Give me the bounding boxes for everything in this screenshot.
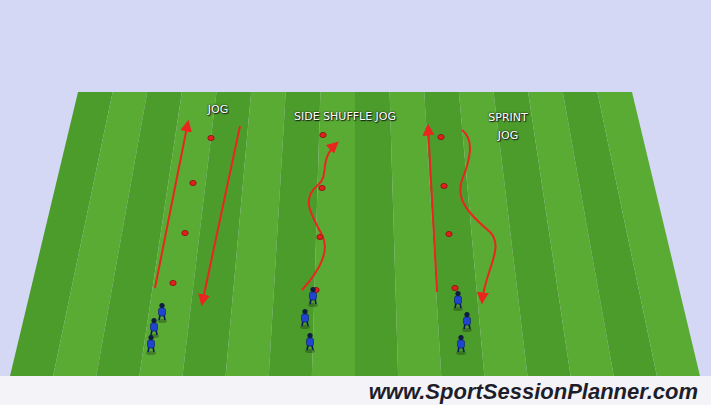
pitch-stripe <box>597 92 700 376</box>
player <box>462 312 472 332</box>
sprint-arrow <box>428 126 437 292</box>
player-head <box>148 335 153 340</box>
cone <box>208 135 214 140</box>
footer-band <box>0 376 711 405</box>
player <box>300 309 310 329</box>
sky-background <box>0 0 711 376</box>
cones <box>170 132 458 292</box>
player-body <box>464 317 471 325</box>
player-body <box>159 308 166 316</box>
player-head <box>159 303 164 308</box>
player-body <box>151 323 158 331</box>
watermark: www.SportSessionPlanner.com <box>369 379 698 405</box>
cone <box>319 185 325 190</box>
cone <box>441 183 447 188</box>
player-head <box>458 335 463 340</box>
drill-label: SPRINT JOG <box>477 109 539 145</box>
jog-arrow <box>155 122 188 288</box>
drill-label: SIDE SHUFFLE JOG <box>293 108 397 126</box>
player-head <box>464 312 469 317</box>
player-head <box>455 291 460 296</box>
player <box>146 335 156 355</box>
cone <box>317 234 323 239</box>
pitch-stripes <box>10 92 700 376</box>
player-body <box>148 340 155 348</box>
player <box>453 291 463 311</box>
player-body <box>455 296 462 304</box>
pitch-stripe <box>312 92 355 376</box>
player-body <box>458 340 465 348</box>
pitch-stripe <box>269 92 321 376</box>
jog-arrow <box>202 126 240 304</box>
cone <box>320 132 326 137</box>
player <box>456 335 466 355</box>
cone <box>190 180 196 185</box>
cone <box>438 134 444 139</box>
cone <box>170 280 176 285</box>
cone <box>452 285 458 290</box>
player-head <box>302 309 307 314</box>
player <box>305 333 315 353</box>
players <box>146 287 472 355</box>
player-body <box>310 292 317 300</box>
shuffle-arrow <box>302 143 337 290</box>
player <box>157 303 167 323</box>
jog-arrow <box>460 130 495 302</box>
player-head <box>310 287 315 292</box>
player-head <box>151 318 156 323</box>
player-body <box>302 314 309 322</box>
player-head <box>307 333 312 338</box>
movement-arrows <box>155 122 496 304</box>
cone <box>446 231 452 236</box>
drill-label: JOG <box>188 101 248 119</box>
cone <box>182 230 188 235</box>
player-body <box>307 338 314 346</box>
player <box>308 287 318 307</box>
